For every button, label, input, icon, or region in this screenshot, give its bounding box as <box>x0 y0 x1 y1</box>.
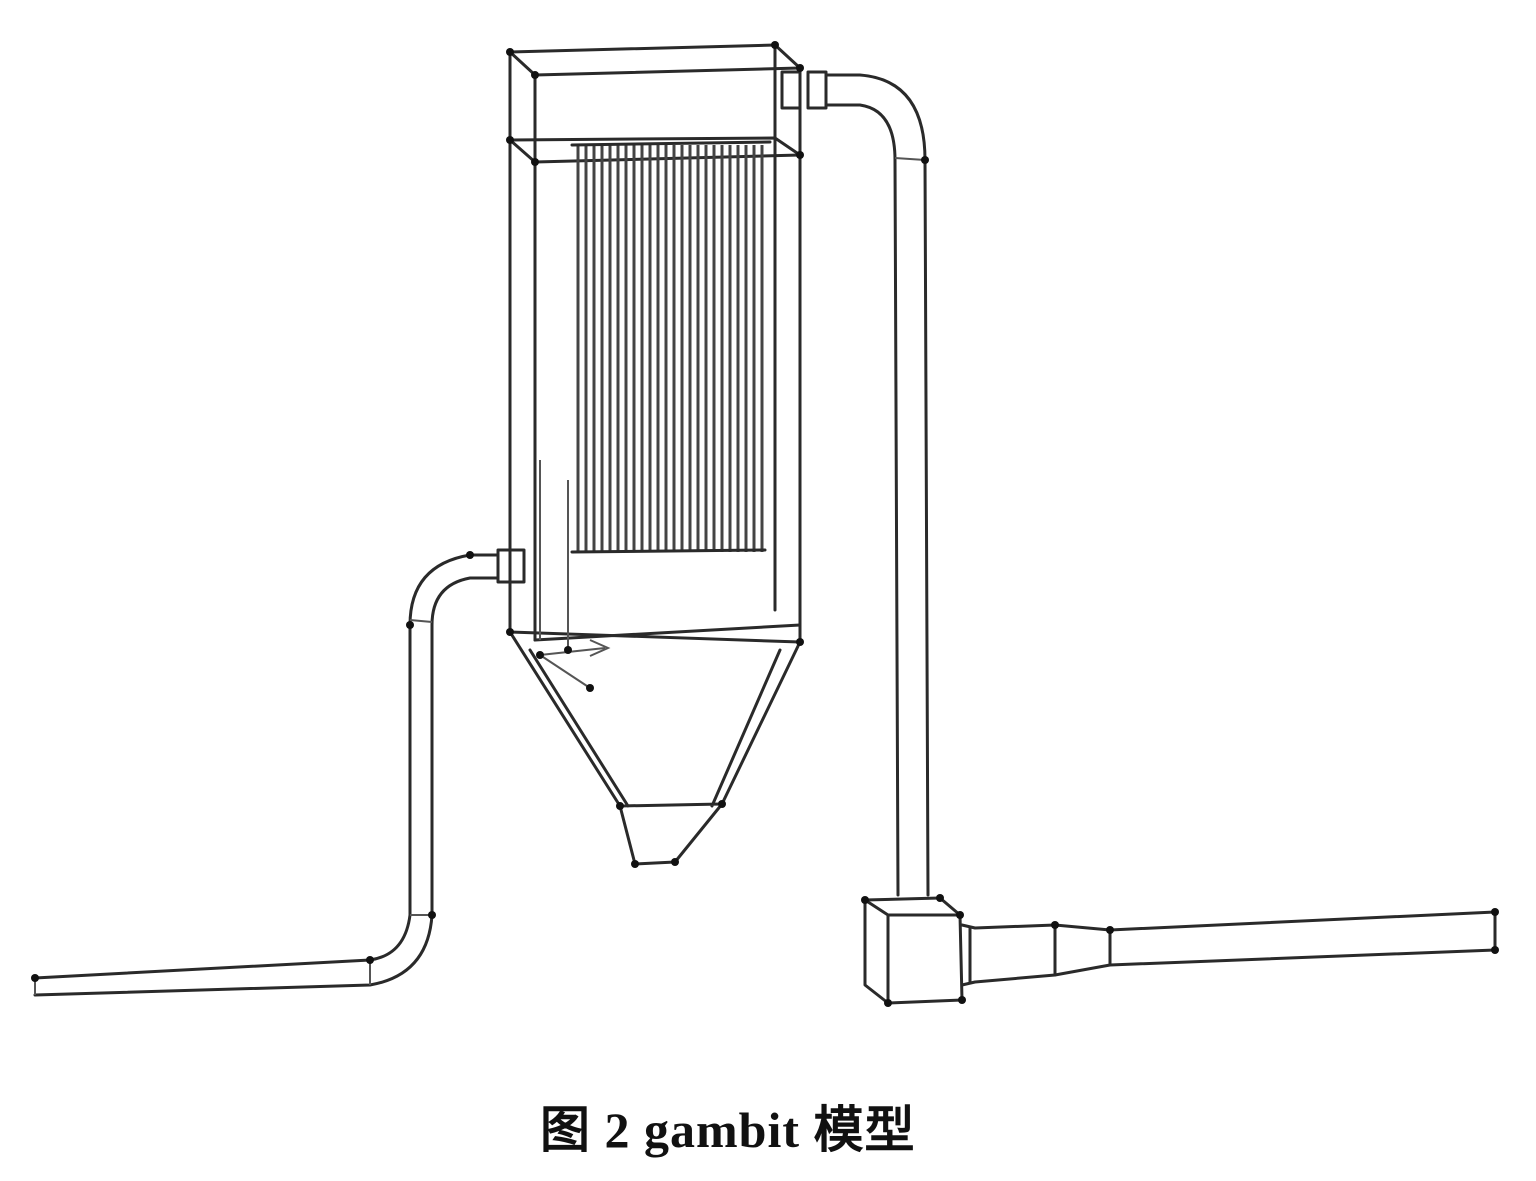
vertex-marker <box>1106 926 1114 934</box>
vertex-marker <box>506 628 514 636</box>
filter-bag <box>640 145 652 552</box>
vertex-marker <box>506 136 514 144</box>
figure-caption: 图 2 gambit 模型 <box>540 1102 916 1158</box>
filter-bags <box>570 140 772 554</box>
vertex-marker <box>861 896 869 904</box>
fan-box <box>863 896 964 1005</box>
vertex-marker <box>616 802 624 810</box>
filter-bag <box>656 145 668 552</box>
filter-bag <box>752 145 764 552</box>
filter-bag <box>720 145 732 552</box>
vertex-marker <box>31 974 39 982</box>
vertex-marker <box>936 894 944 902</box>
gambit-model-wireframe <box>31 41 1499 1007</box>
vertex-marker <box>536 651 544 659</box>
filter-bag <box>624 145 636 552</box>
vertex-marker <box>921 156 929 164</box>
vertex-marker <box>671 858 679 866</box>
vertex-marker <box>771 41 779 49</box>
filter-bag <box>608 145 620 552</box>
outlet-duct <box>780 70 930 897</box>
filter-bag <box>672 145 684 552</box>
vertex-marker <box>466 551 474 559</box>
vertex-markers <box>31 41 1499 1007</box>
filter-bag <box>704 145 716 552</box>
vertex-marker <box>506 48 514 56</box>
vertex-marker <box>406 621 414 629</box>
filter-bag <box>736 145 748 552</box>
vertex-marker <box>884 999 892 1007</box>
vertex-marker <box>1491 946 1499 954</box>
filter-bag <box>592 145 604 552</box>
filter-bag <box>576 145 588 552</box>
vertex-marker <box>796 151 804 159</box>
vertex-marker <box>531 71 539 79</box>
vertex-marker <box>1051 921 1059 929</box>
vertex-marker <box>564 646 572 654</box>
vertex-marker <box>1491 908 1499 916</box>
hopper <box>508 630 802 866</box>
coordinate-axes <box>539 460 611 689</box>
vertex-marker <box>531 158 539 166</box>
vertex-marker <box>428 911 436 919</box>
vertex-marker <box>958 996 966 1004</box>
vertex-marker <box>366 956 374 964</box>
vertex-marker <box>631 860 639 868</box>
filter-bag <box>688 145 700 552</box>
filter-body <box>508 43 802 644</box>
vertex-marker <box>586 684 594 692</box>
vertex-marker <box>718 800 726 808</box>
exhaust-pipe <box>960 910 1497 987</box>
vertex-marker <box>796 64 804 72</box>
vertex-marker <box>796 638 804 646</box>
vertex-marker <box>956 911 964 919</box>
inlet-duct <box>33 548 526 997</box>
